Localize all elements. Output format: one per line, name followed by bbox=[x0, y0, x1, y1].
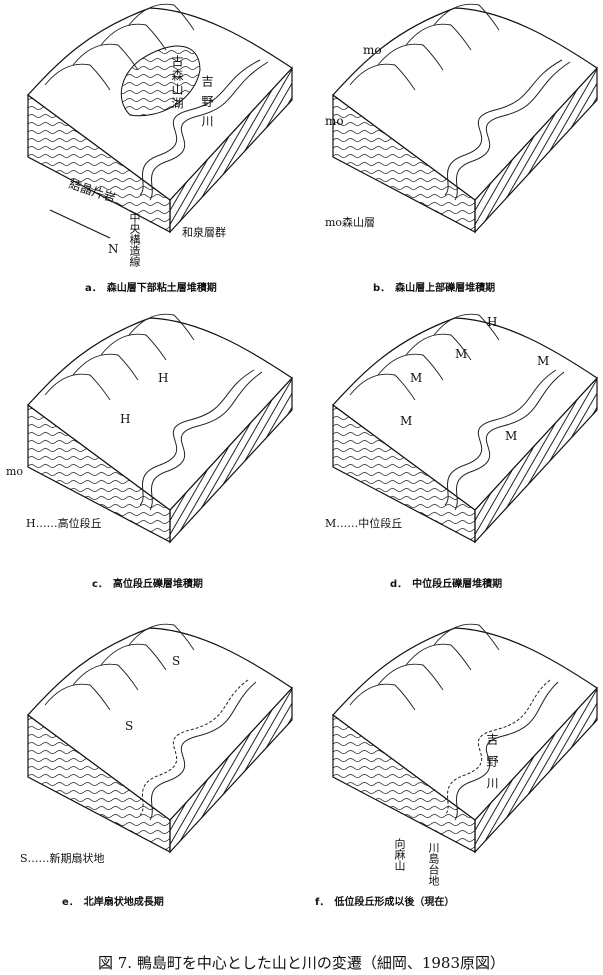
river-channel bbox=[444, 59, 563, 196]
river-bank bbox=[454, 681, 559, 821]
river-bank bbox=[149, 371, 263, 511]
north-label: N bbox=[108, 242, 119, 256]
block-diagram-c bbox=[27, 313, 293, 544]
block-diagram-e bbox=[27, 623, 293, 854]
legend-m: M……中位段丘 bbox=[325, 517, 403, 530]
panel-e: S S S……新期扇状地 e． 北岸扇状地成長期 bbox=[0, 620, 293, 908]
label-h-1: H bbox=[158, 371, 169, 385]
label-river: 吉野川 bbox=[485, 733, 499, 799]
caption-d: d． 中位段丘礫層堆積期 bbox=[390, 579, 503, 590]
label-h-2: H bbox=[120, 412, 131, 426]
label-mukaiasayama: 向麻山 bbox=[393, 838, 406, 871]
label-lake: 古森山湖 bbox=[170, 55, 184, 111]
legend-mo: mo森山層 bbox=[325, 216, 376, 229]
river-channel bbox=[444, 369, 557, 506]
mountain-ridge bbox=[349, 63, 416, 91]
caption-e: e． 北岸扇状地成長期 bbox=[62, 897, 164, 908]
mountain-ridge bbox=[405, 333, 472, 361]
mountain-ridge bbox=[128, 3, 195, 31]
mountain-ridge bbox=[72, 43, 139, 71]
label-m-2: M bbox=[410, 371, 423, 385]
mountain-ridge bbox=[128, 313, 195, 341]
mountain-ridge bbox=[100, 23, 167, 51]
river-bank bbox=[454, 371, 565, 511]
mountain-ridge bbox=[44, 373, 111, 401]
block-diagram-b bbox=[332, 3, 598, 234]
label-mo-2: mo bbox=[325, 114, 344, 128]
mountain-ridge bbox=[433, 623, 500, 651]
label-h: H bbox=[487, 315, 498, 329]
mountain-ridge bbox=[44, 683, 111, 711]
river-channel bbox=[139, 59, 261, 196]
label-river: 吉野川 bbox=[200, 75, 214, 135]
mountain-ridge bbox=[433, 313, 500, 341]
label-median-tectonic-line: 中央構造線 bbox=[128, 212, 141, 267]
mountain-ridge bbox=[44, 63, 111, 91]
label-m-1: M bbox=[455, 347, 468, 361]
mountain-ridge bbox=[405, 643, 472, 671]
panel-b: mo mo mo森山層 b． 森山層上部礫層堆積期 bbox=[305, 0, 598, 294]
block-diagram-d bbox=[332, 313, 598, 544]
panel-a: 古森山湖 吉野川 結晶片岩 中央構造線 和泉層群 N a． 森山層下部粘土層堆積… bbox=[0, 0, 293, 294]
panel-c: H H mo H……高位段丘 c． 高位段丘礫層堆積期 bbox=[0, 310, 293, 590]
mountain-ridge bbox=[433, 3, 500, 31]
mountain-ridge bbox=[100, 333, 167, 361]
river-bank bbox=[454, 61, 571, 201]
mountain-ridge bbox=[100, 643, 167, 671]
caption-a: a． 森山層下部粘土層堆積期 bbox=[85, 283, 217, 294]
mountain-ridge bbox=[377, 663, 444, 691]
mountain-ridge bbox=[377, 43, 444, 71]
legend-h: H……高位段丘 bbox=[26, 517, 102, 530]
label-m-5: M bbox=[505, 429, 518, 443]
figure-caption: 図 7. 鴨島町を中心とした山と川の変遷（細岡、1983原図） bbox=[97, 954, 506, 972]
mountain-ridge bbox=[72, 353, 139, 381]
label-kawashima-plateau: 川島台地 bbox=[427, 842, 440, 886]
label-izumi-group: 和泉層群 bbox=[182, 226, 226, 239]
river-bank bbox=[149, 681, 257, 821]
legend-s: S……新期扇状地 bbox=[20, 852, 105, 865]
mountain-ridge bbox=[405, 23, 472, 51]
caption-c: c． 高位段丘礫層堆積期 bbox=[92, 579, 203, 590]
label-s-2: S bbox=[125, 719, 134, 733]
label-mo: mo bbox=[6, 465, 24, 478]
mountain-ridge bbox=[72, 663, 139, 691]
label-m-3: M bbox=[400, 414, 413, 428]
panel-f: 吉野川 向麻山 川島台地 f． 低位段丘形成以後（現在） bbox=[305, 620, 598, 908]
ancient-lake bbox=[120, 45, 201, 117]
label-s-1: S bbox=[172, 654, 181, 668]
river-bank bbox=[149, 61, 269, 201]
panel-d: H M M M M M M M……中位段丘 d． 中位段丘礫層堆積期 bbox=[305, 310, 598, 590]
label-mo-1: mo bbox=[363, 43, 382, 57]
mountain-ridge bbox=[349, 683, 416, 711]
north-arrow bbox=[49, 209, 111, 239]
river-channel bbox=[139, 679, 249, 816]
caption-f: f． 低位段丘形成以後（現在） bbox=[315, 897, 455, 908]
river-channel bbox=[444, 679, 551, 816]
mountain-ridge bbox=[128, 623, 195, 651]
label-m-4: M bbox=[537, 354, 550, 368]
river-channel bbox=[139, 369, 255, 506]
mountain-ridge bbox=[349, 373, 416, 401]
mountain-ridge bbox=[377, 353, 444, 381]
caption-b: b． 森山層上部礫層堆積期 bbox=[373, 283, 496, 294]
block-diagram-f bbox=[332, 623, 598, 854]
block-diagram-a bbox=[27, 3, 293, 239]
